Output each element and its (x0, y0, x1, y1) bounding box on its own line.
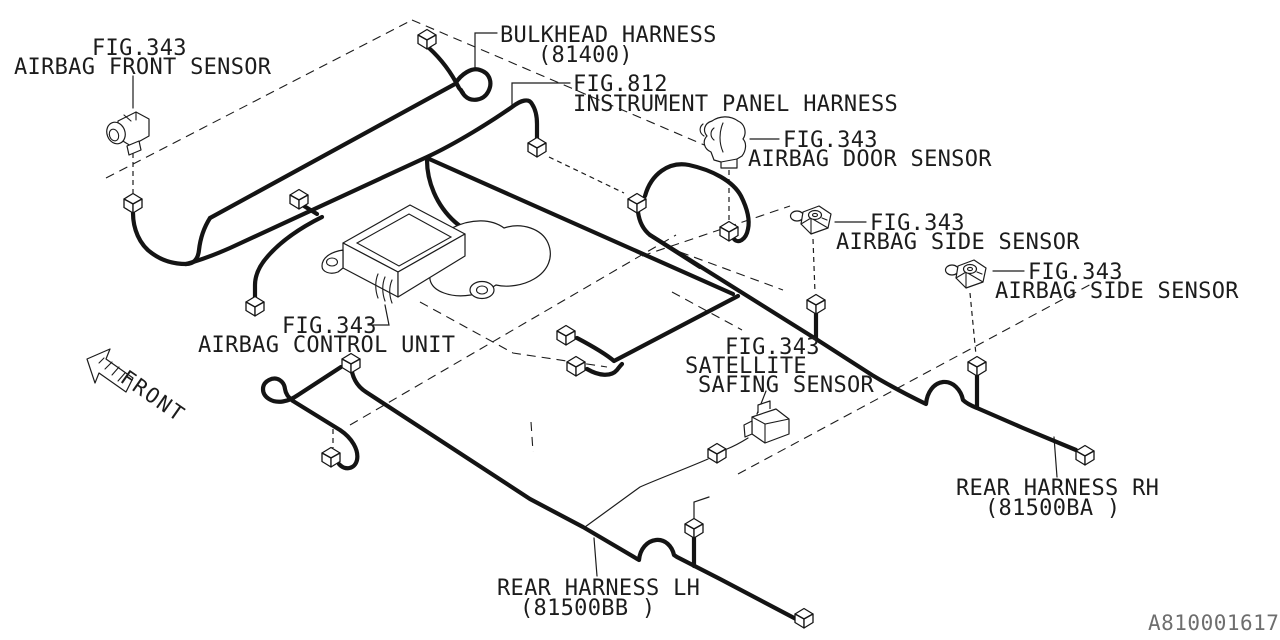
body-line (530, 421, 534, 453)
connector-cube (527, 136, 547, 158)
harness-runs (130, 45, 1079, 622)
connector-cube (417, 28, 437, 50)
body-line (671, 291, 743, 331)
bulkhead-harness-connector-lead (426, 45, 466, 96)
bulkhead-harness-return-run (183, 98, 540, 267)
bulkhead-leader (474, 32, 498, 69)
branch-stub (301, 203, 320, 217)
label-control-unit-fig: FIG.343 (282, 314, 377, 339)
label-safing-sensor-line2: SAFING SENSOR (698, 373, 875, 398)
lh-loop-branch (260, 364, 360, 471)
side-sensor-1-drop (812, 238, 816, 294)
airbag-door-sensor-icon (699, 116, 747, 169)
front-direction-arrow (86, 348, 134, 393)
connector-cube (684, 517, 704, 539)
label-control-unit-name: AIRBAG CONTROL UNIT (198, 333, 455, 358)
label-door-sensor-name: AIRBAG DOOR SENSOR (748, 147, 992, 172)
airbag-front-sensor-icon (106, 111, 150, 156)
bulkhead-harness-left-lead (130, 210, 189, 267)
sensor-drop-leads (132, 153, 977, 448)
label-front-sensor-fig: FIG.343 (92, 36, 187, 61)
center-branch-upper-lead (574, 293, 741, 364)
connectors (123, 28, 1095, 629)
text-labels: FIG.343 AIRBAG FRONT SENSOR BULKHEAD HAR… (14, 23, 1279, 635)
center-branch-lower-lead (584, 361, 625, 377)
airbag-side-sensor-2-icon (944, 259, 987, 289)
airbag-side-sensor-1-icon (789, 205, 832, 235)
branch-to-connector (252, 214, 325, 300)
connector-cube (123, 192, 143, 214)
instrument-panel-hook (642, 162, 751, 244)
rear-harness-lh-leader (593, 537, 598, 577)
connector-cube (967, 355, 987, 377)
label-rear-rh-part: (81500BA ) (985, 496, 1120, 521)
bulkhead-harness-loop (207, 67, 493, 221)
airbag-control-unit-icon (321, 204, 551, 304)
figure-id-watermark: A810001617 (1148, 611, 1279, 635)
connector-cube (1075, 444, 1095, 466)
label-bulkhead-name: BULKHEAD HARNESS (500, 23, 717, 48)
body-line (349, 234, 677, 426)
rear-harness-rh-leader (1053, 436, 1058, 478)
label-door-sensor-fig: FIG.343 (783, 128, 878, 153)
label-bulkhead-part: (81400) (538, 43, 633, 68)
control-unit-leader (367, 304, 390, 326)
side-sensor-2-drop (969, 292, 977, 356)
main-floor-run-lh (349, 369, 799, 622)
label-side-sensor-1-fig: FIG.343 (870, 211, 965, 236)
connector-cube (707, 442, 727, 464)
label-side-sensor-2-name: AIRBAG SIDE SENSOR (995, 279, 1239, 304)
body-line (641, 205, 791, 257)
connector-cube (806, 293, 826, 315)
label-rear-lh-part: (81500BB ) (520, 596, 655, 621)
connector-cube (794, 607, 814, 629)
safing-branch-wire (584, 458, 709, 528)
body-line (411, 19, 731, 157)
label-front-direction: FRONT (116, 365, 190, 427)
instrument-panel-leader (511, 82, 571, 107)
connector-link-dashed (548, 156, 625, 194)
body-line (105, 19, 413, 179)
label-rear-lh-name: REAR HARNESS LH (497, 576, 700, 601)
main-floor-run-rh (647, 232, 1079, 453)
body-line (737, 281, 1096, 475)
cross-car-run (424, 155, 736, 297)
label-front-sensor-name: AIRBAG FRONT SENSOR (14, 55, 272, 80)
body-line (679, 251, 784, 291)
connector-cube (556, 324, 576, 346)
label-safing-sensor-fig: FIG.343 (725, 335, 820, 360)
safing-sensor-wire (726, 437, 749, 450)
label-ip-harness-fig: FIG.812 (573, 72, 668, 97)
label-side-sensor-1-name: AIRBAG SIDE SENSOR (836, 230, 1080, 255)
satellite-safing-sensor-icon (743, 400, 790, 444)
label-safing-sensor-line1: SATELLITE (685, 354, 807, 379)
label-side-sensor-2-fig: FIG.343 (1028, 260, 1123, 285)
label-rear-rh-name: REAR HARNESS RH (956, 476, 1159, 501)
label-ip-harness-name: INSTRUMENT PANEL HARNESS (573, 92, 898, 117)
body-reference-lines (105, 19, 1096, 475)
connector-cube (245, 295, 265, 317)
connector-cube (566, 355, 586, 377)
